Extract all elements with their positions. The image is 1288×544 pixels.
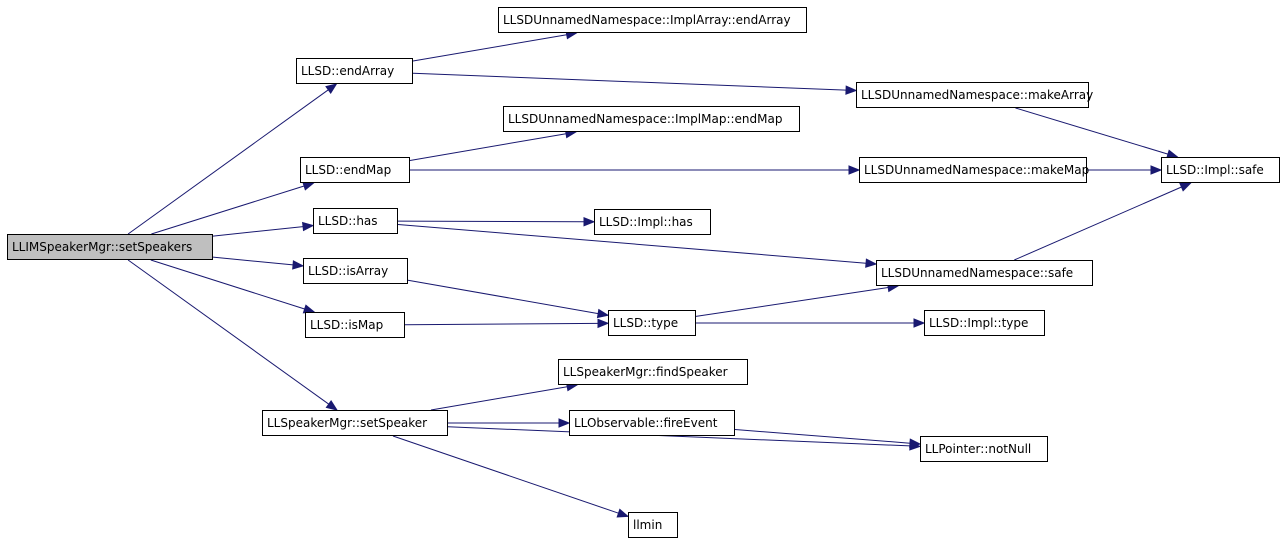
edge-arrowhead-n13-n14 xyxy=(913,318,926,328)
edge-arrowhead-n12-n13 xyxy=(597,318,610,329)
edge-arrowhead-n0-n8 xyxy=(302,221,315,232)
edge-n8-n11 xyxy=(397,224,867,264)
edge-arrowhead-n1-n3 xyxy=(845,85,858,95)
edge-arrowhead-n11-n7 xyxy=(1179,182,1192,192)
node-llsd-endarray[interactable]: LLSD::endArray xyxy=(296,58,413,84)
node-llimspeakermgr-setspeakers: LLIMSpeakerMgr::setSpeakers xyxy=(7,234,213,260)
edge-arrowhead-n17-n18 xyxy=(909,438,922,448)
edge-arrowhead-n0-n10 xyxy=(292,260,305,270)
edge-arrowhead-n10-n13 xyxy=(596,308,610,319)
node-makearray[interactable]: LLSDUnnamedNamespace::makeArray xyxy=(856,82,1093,108)
node-llsd-endmap[interactable]: LLSD::endMap xyxy=(300,157,410,183)
edge-n12-n13 xyxy=(404,322,599,326)
node-llsd-type[interactable]: LLSD::type xyxy=(608,310,696,336)
edge-arrowhead-n0-n1 xyxy=(325,83,338,94)
edge-arrowhead-n0-n16 xyxy=(325,400,338,411)
edge-arrowhead-n5-n6 xyxy=(848,165,861,175)
node-llsd-impl-has[interactable]: LLSD::Impl::has xyxy=(594,209,711,235)
edge-n0-n8 xyxy=(212,226,304,237)
edge-n11-n7 xyxy=(1014,186,1182,261)
node-notnull[interactable]: LLPointer::notNull xyxy=(920,436,1048,462)
edge-n0-n1 xyxy=(127,89,329,235)
edge-arrowhead-n0-n5 xyxy=(302,181,315,191)
edge-n16-n18 xyxy=(447,426,911,447)
edge-n0-n10 xyxy=(212,256,294,266)
node-unnamed-safe[interactable]: LLSDUnnamedNamespace::safe xyxy=(876,260,1093,286)
edge-n5-n4 xyxy=(409,133,567,161)
call-graph-edges xyxy=(127,30,1192,518)
node-findspeaker[interactable]: LLSpeakerMgr::findSpeaker xyxy=(558,359,748,385)
edge-n0-n16 xyxy=(127,259,330,405)
node-implarray-endarray[interactable]: LLSDUnnamedNamespace::ImplArray::endArra… xyxy=(498,7,807,33)
edge-n13-n11 xyxy=(695,287,889,317)
edge-n17-n18 xyxy=(734,429,911,444)
edge-n16-n19 xyxy=(392,435,619,514)
node-llmin[interactable]: llmin xyxy=(628,512,678,538)
node-llsd-impl-type[interactable]: LLSD::Impl::type xyxy=(924,310,1045,336)
edge-arrowhead-n16-n17 xyxy=(558,418,571,428)
edge-n0-n5 xyxy=(151,185,305,235)
edge-n16-n15 xyxy=(430,386,568,411)
edge-arrowhead-n16-n19 xyxy=(616,508,630,518)
node-llsd-has[interactable]: LLSD::has xyxy=(313,208,398,234)
node-setspeaker[interactable]: LLSpeakerMgr::setSpeaker xyxy=(262,410,448,436)
node-llsd-isarray[interactable]: LLSD::isArray xyxy=(303,258,408,284)
node-fireevent[interactable]: LLObservable::fireEvent xyxy=(569,410,735,436)
node-llsd-impl-safe[interactable]: LLSD::Impl::safe xyxy=(1161,157,1280,183)
edge-n10-n13 xyxy=(407,279,599,315)
node-implmap-endmap[interactable]: LLSDUnnamedNamespace::ImplMap::endMap xyxy=(503,106,800,132)
edge-n1-n2 xyxy=(412,34,567,62)
edge-n3-n7 xyxy=(1015,107,1169,155)
edge-n0-n12 xyxy=(150,259,305,310)
edge-n1-n3 xyxy=(412,72,847,91)
edge-arrowhead-n8-n11 xyxy=(865,258,878,268)
node-makemap[interactable]: LLSDUnnamedNamespace::makeMap xyxy=(859,157,1089,183)
edge-n8-n9 xyxy=(397,220,585,223)
edge-arrowhead-n6-n7 xyxy=(1150,165,1163,175)
node-llsd-ismap[interactable]: LLSD::isMap xyxy=(305,312,405,338)
edge-arrowhead-n8-n9 xyxy=(583,217,596,227)
